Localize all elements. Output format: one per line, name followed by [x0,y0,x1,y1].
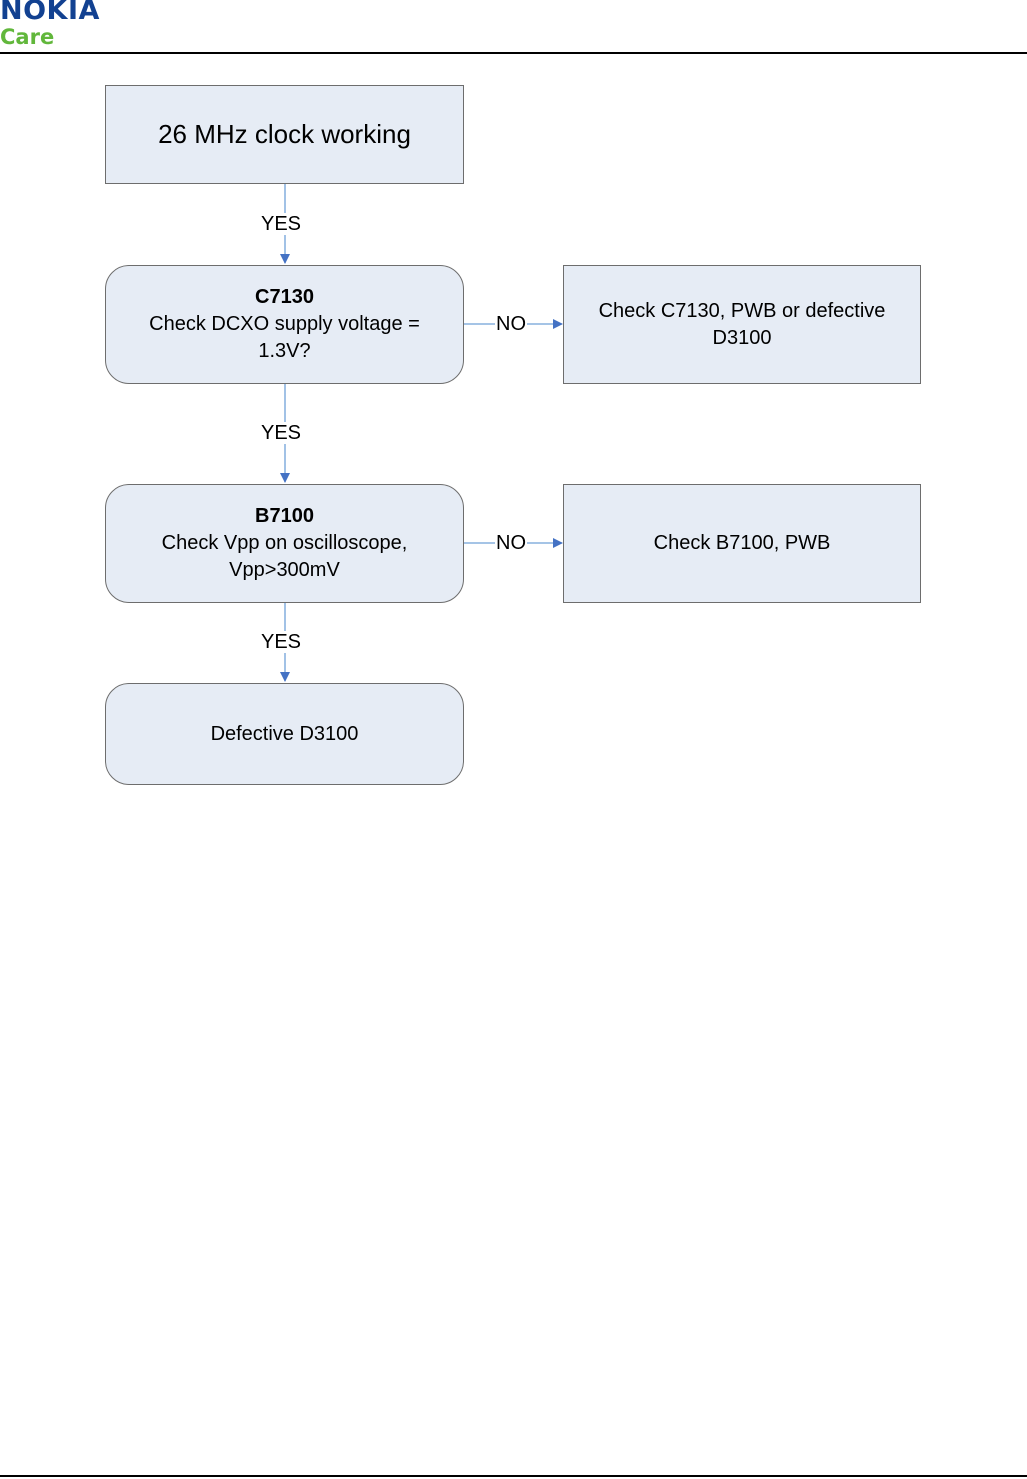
yes-label-3: YES [260,631,303,653]
step1-check-dcxo-box: C7130 Check DCXO supply voltage = 1.3V? [105,265,464,384]
step1-fail-line2: D3100 [712,326,772,349]
yes-label-2: YES [260,422,303,444]
step2-line1: Check Vpp on oscilloscope, [161,532,408,554]
step1-title: C7130 [255,286,314,308]
step2-fail-box: Check B7100, PWB [563,484,921,603]
step1-fail-line1: Check C7130, PWB or defective [598,299,886,322]
no-label-1: NO [495,313,527,335]
header-divider [0,52,1027,54]
step2-check-vpp-box: B7100 Check Vpp on oscilloscope, Vpp>300… [105,484,464,603]
start-box: 26 MHz clock working [105,85,464,184]
end-box-text: Defective D3100 [210,722,359,745]
step1-line1: Check DCXO supply voltage = [149,313,420,335]
step1-line2: 1.3V? [258,340,311,362]
footer-divider [0,1475,1027,1477]
step1-fail-box: Check C7130, PWB or defective D3100 [563,265,921,384]
step2-title: B7100 [255,505,314,527]
logo-brand-text: NOKIA [0,0,100,26]
step2-fail-text: Check B7100, PWB [653,532,831,554]
logo-sub-text: Care [0,25,55,49]
nokia-care-logo: NOKIA Care [0,0,130,52]
yes-label-1: YES [260,213,303,235]
start-box-text: 26 MHz clock working [158,119,411,149]
end-box: Defective D3100 [105,683,464,785]
no-label-2: NO [495,532,527,554]
step2-line2: Vpp>300mV [229,559,340,581]
